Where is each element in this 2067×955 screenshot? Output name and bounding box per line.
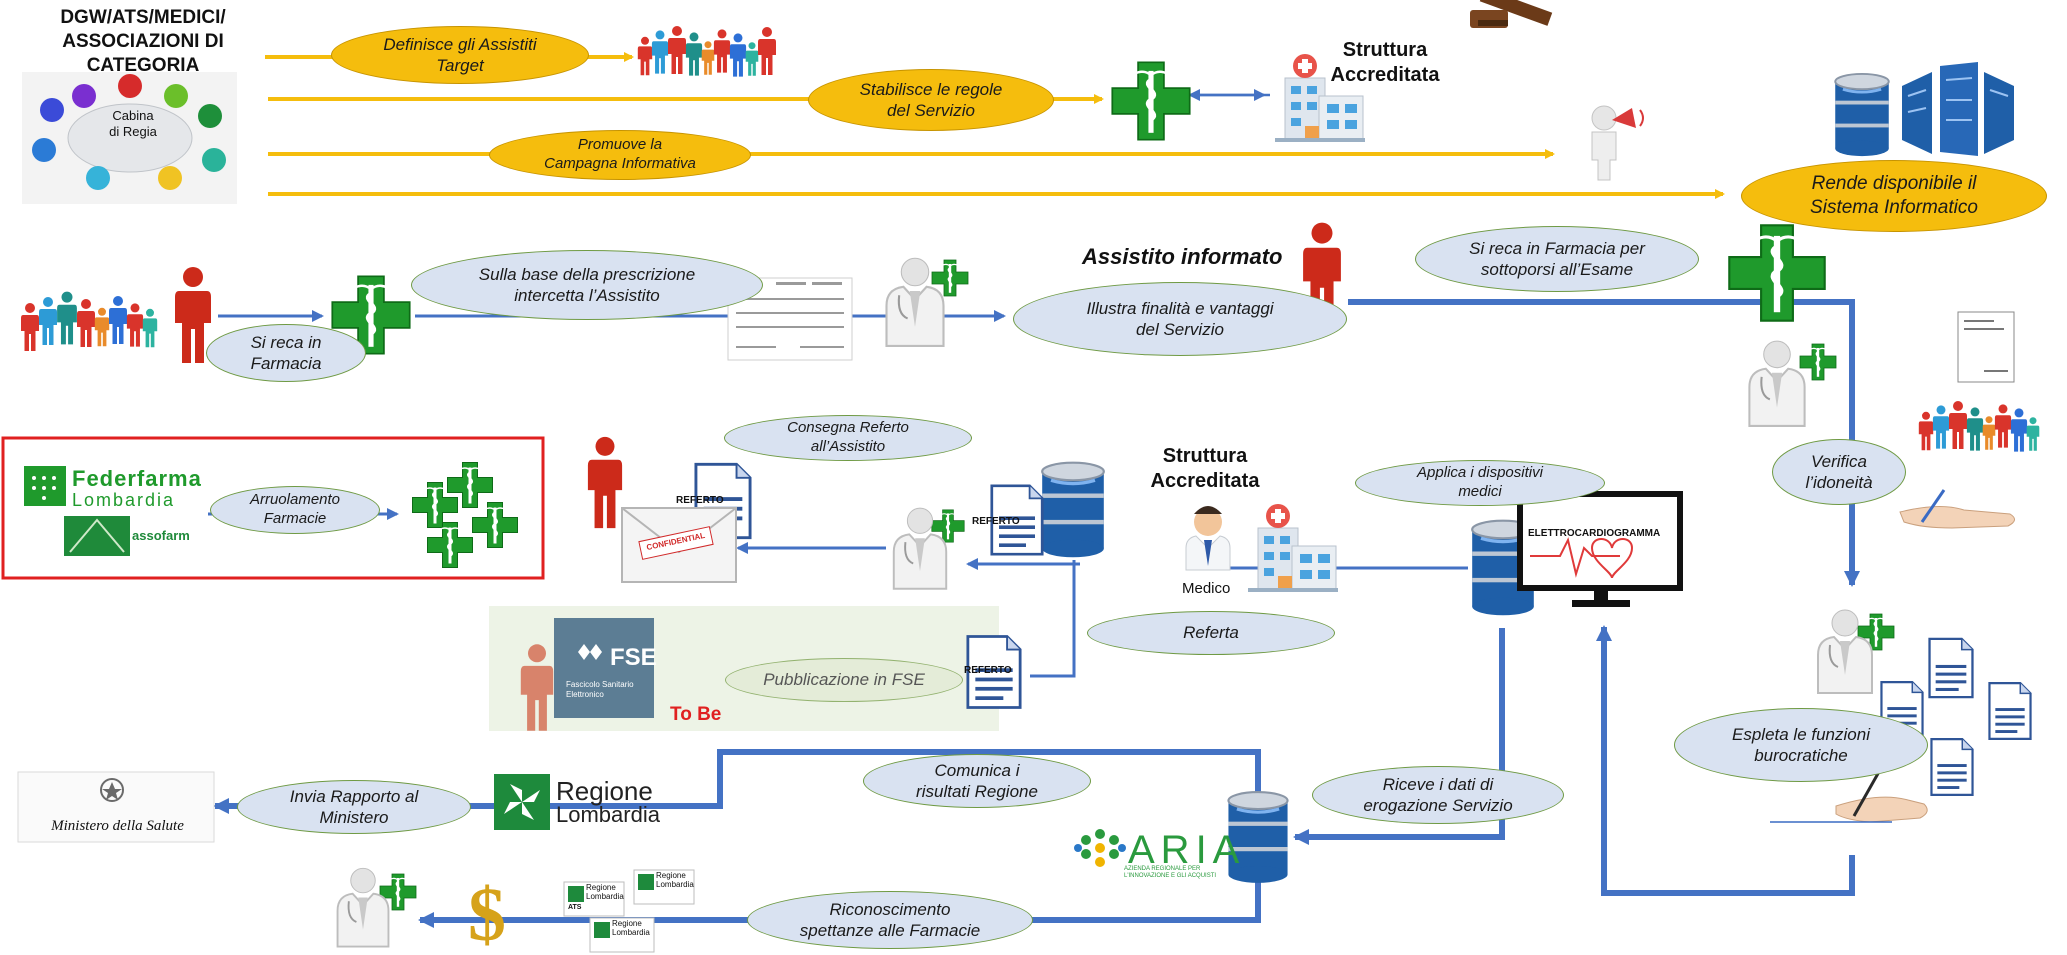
lombardia-label: Lombardia <box>72 490 176 510</box>
crowd-icon <box>637 26 776 77</box>
signing-hand-icon <box>1899 489 2015 529</box>
pharmacist-icon <box>336 867 390 948</box>
fse-label: FSE <box>610 644 657 671</box>
ellipse-arruolamento: Arruolamento Farmacie <box>210 486 380 534</box>
ministero-logo <box>17 771 215 843</box>
assistito-informato-label: Assistito informato <box>1082 244 1283 269</box>
struttura-accreditata-top: Struttura Accreditata <box>1330 39 1440 86</box>
ellipse-definisce: Definisce gli Assistiti Target <box>331 26 589 84</box>
cabina-di-regia-illustration <box>22 72 237 204</box>
ats-logo-label: Regione Lombardia <box>656 871 694 889</box>
document-stack-icon <box>1880 637 2032 797</box>
pharmacy-cross-icon <box>1799 343 1837 381</box>
aria-label: ARIA <box>1128 828 1246 872</box>
svg-text:$: $ <box>468 873 506 955</box>
ellipse-pubblicazione: Pubblicazione in FSE <box>725 658 963 702</box>
emblem-icon <box>100 778 124 802</box>
ats-logo-label: Regione Lombardia <box>586 883 624 901</box>
megaphone-icon <box>1591 105 1644 181</box>
ellipse-stabilisce: Stabilisce le regole del Servizio <box>808 69 1054 131</box>
ecg-label: ELETTROCARDIOGRAMMA <box>1528 528 1661 539</box>
doctor-icon <box>1185 506 1231 571</box>
aria-logo <box>1074 829 1126 867</box>
person-icon <box>587 436 623 529</box>
cabina-label: Cabina di Regia <box>109 108 157 140</box>
pharmacist-icon <box>885 257 945 347</box>
pharmacist-icon <box>892 507 948 590</box>
medico-label: Medico <box>1182 580 1231 597</box>
pharmacy-cross-icon <box>1110 60 1192 142</box>
pharmacy-cross-group <box>411 461 519 569</box>
assofarm-label: assofarm <box>132 528 190 543</box>
ellipse-si-reca-esame: Si reca in Farmacia per sottoporsi all’E… <box>1415 226 1699 292</box>
federfarma-logo <box>24 466 130 556</box>
ellipse-rende: Rende disponibile il Sistema Informatico <box>1741 160 2047 232</box>
pinwheel-icon <box>504 784 540 820</box>
consent-document-icon <box>1957 311 2015 383</box>
ats-logos <box>563 869 695 953</box>
gavel-icon <box>1470 0 1553 28</box>
ellipse-applica: Applica i dispositivi medici <box>1355 460 1605 506</box>
regione-lombardia-logo <box>494 774 550 830</box>
referto-label: REFERTO <box>972 516 1020 527</box>
ellipse-sulla-base: Sulla base della prescrizione intercetta… <box>411 250 763 320</box>
fse-logo <box>554 618 654 718</box>
referto-label: REFERTO <box>676 495 724 506</box>
ellipse-promuove: Promuove la Campagna Informativa <box>489 130 751 180</box>
ellipse-consegna: Consegna Referto all’Assistito <box>724 415 972 461</box>
database-icon <box>1833 72 1891 158</box>
ellipse-riceve: Riceve i dati di erogazione Servizio <box>1312 766 1564 824</box>
to-be-label: To Be <box>670 704 722 725</box>
ats-logo-label: Regione Lombardia <box>612 919 650 937</box>
struttura-accreditata-mid: Struttura Accreditata <box>1150 445 1260 492</box>
regione-label: Regione <box>556 776 653 806</box>
pharmacist-icon <box>1817 609 1873 694</box>
crowd-icon <box>1918 401 2040 452</box>
pharmacist-icon <box>1748 340 1806 427</box>
database-icon <box>1040 461 1106 559</box>
referto-label: REFERTO <box>964 665 1012 676</box>
ellipse-espleta: Espleta le funzioni burocratiche <box>1674 708 1928 782</box>
aria-sub-label: AZIENDA REGIONALE PER L'INNOVAZIONE E GL… <box>1124 866 1217 880</box>
federfarma-label: Federfarma <box>72 466 202 491</box>
dollar-icon: $ <box>468 873 506 955</box>
ellipse-riconoscimento: Riconoscimento spettanze alle Farmacie <box>747 891 1033 949</box>
pharmacy-cross-icon <box>1729 225 1824 320</box>
hospital-icon <box>1248 503 1338 592</box>
ellipse-si-reca: Si reca in Farmacia <box>206 324 366 382</box>
server-icon <box>1902 62 2014 156</box>
ellipse-comunica: Comunica i risultati Regione <box>863 754 1091 808</box>
ellipse-referta: Referta <box>1087 611 1335 655</box>
signing-hand-icon <box>1770 769 1928 823</box>
ellipse-invia: Invia Rapporto al Ministero <box>237 780 471 834</box>
ellipse-illustra: Illustra finalità e vantaggi del Servizi… <box>1013 282 1347 356</box>
ellipse-verifica: Verifica l’idoneità <box>1772 439 1906 505</box>
fse-sub-label: Fascicolo Sanitario Elettronico <box>566 680 634 699</box>
envelope-icon <box>621 507 737 583</box>
ats-label: ATS <box>568 904 582 911</box>
lombardia-label: Lombardia <box>556 802 660 827</box>
ministero-label: Ministero della Salute <box>51 818 184 834</box>
federfarma-frame <box>1 436 545 580</box>
monitor-icon <box>1517 491 1683 607</box>
header-title: DGW/ATS/MEDICI/ ASSOCIAZIONI DI CATEGORI… <box>60 7 226 76</box>
crowd-icon <box>21 291 158 351</box>
